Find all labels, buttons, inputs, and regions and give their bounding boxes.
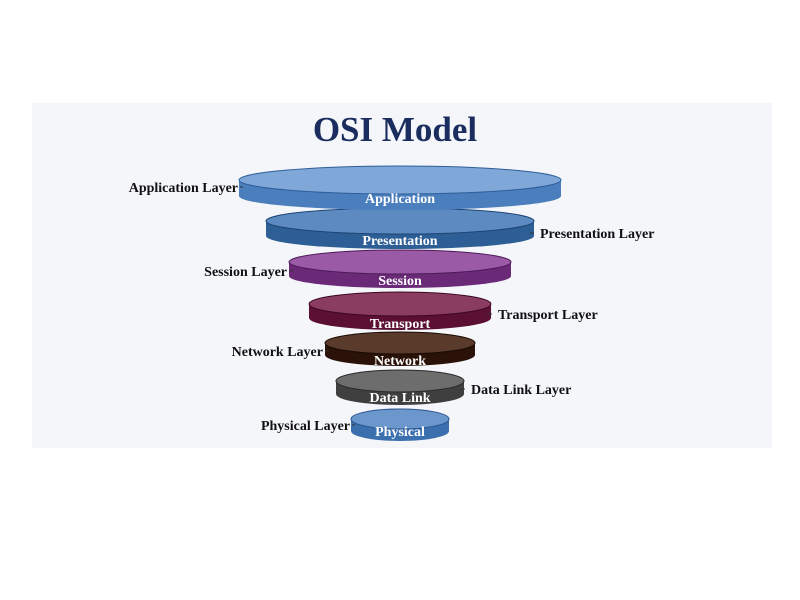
layer-transport: Transport bbox=[308, 291, 492, 332]
layer-application: Application bbox=[238, 165, 562, 210]
layer-top bbox=[335, 369, 465, 393]
layer-top bbox=[308, 291, 492, 317]
layer-name: Data Link bbox=[369, 391, 430, 406]
layer-name: Presentation bbox=[362, 234, 437, 249]
layer-top bbox=[324, 331, 476, 355]
side-label-data-link: Data Link Layer bbox=[471, 383, 571, 398]
layer-name: Application bbox=[365, 192, 435, 207]
side-label-presentation: Presentation Layer bbox=[540, 227, 654, 242]
layer-name: Network bbox=[374, 354, 426, 369]
layer-name: Transport bbox=[370, 317, 431, 332]
layer-top bbox=[350, 408, 450, 430]
layer-name: Session bbox=[378, 274, 422, 289]
layer-top bbox=[288, 249, 512, 275]
layer-session: Session bbox=[288, 249, 512, 289]
side-label-session: Session Layer bbox=[204, 265, 287, 280]
layer-physical: Physical bbox=[350, 408, 450, 441]
side-label-transport: Transport Layer bbox=[498, 308, 598, 323]
layer-data-link: Data Link bbox=[335, 369, 465, 406]
side-label-application: Application Layer bbox=[129, 181, 238, 196]
layer-top bbox=[265, 207, 535, 235]
diagram-title: OSI Model bbox=[312, 110, 478, 149]
layer-network: Network bbox=[324, 331, 476, 369]
layer-top bbox=[238, 165, 562, 195]
layer-name: Physical bbox=[375, 425, 425, 440]
layer-presentation: Presentation bbox=[265, 207, 535, 249]
side-label-physical: Physical Layer bbox=[261, 419, 350, 434]
side-label-network: Network Layer bbox=[232, 345, 323, 360]
